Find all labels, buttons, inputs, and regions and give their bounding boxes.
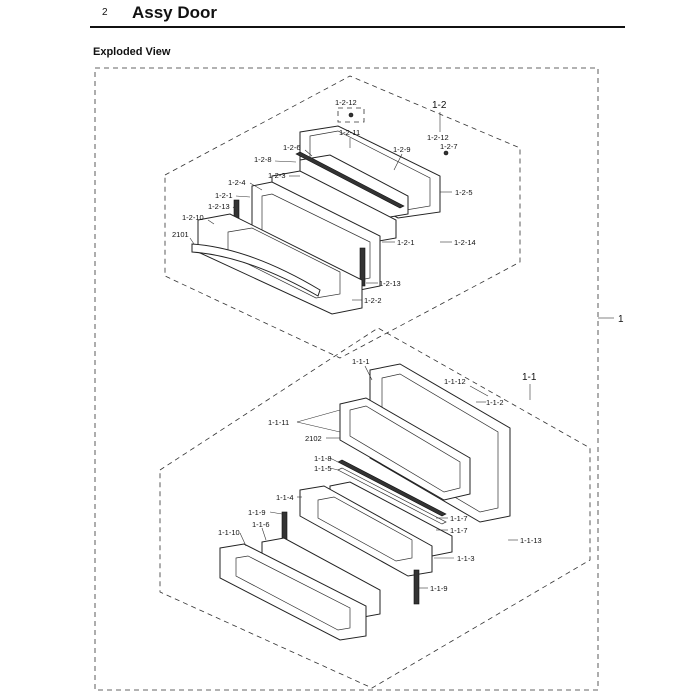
label-1-1-7: 1-1-7 <box>450 514 468 523</box>
callout-1: 1 <box>618 314 624 325</box>
part-2101-handle <box>191 243 321 297</box>
label-1-2-9: 1-2-9 <box>393 145 411 154</box>
label-1-2-1b: 1-2-1 <box>397 238 415 247</box>
upper-group-outline <box>164 75 521 359</box>
label-1-2-8: 1-2-8 <box>254 155 272 164</box>
label-1-2-1: 1-2-1 <box>215 191 233 200</box>
label-1-1-6: 1-1-6 <box>252 520 270 529</box>
label-1-1-8: 1-1-8 <box>314 454 332 463</box>
lower-group-outline <box>159 327 591 689</box>
label-1-1-9b: 1-1-9 <box>430 584 448 593</box>
lower-leaders <box>239 365 518 589</box>
view-title: Exploded View <box>93 46 171 58</box>
label-1-2-11: 1-2-11 <box>339 128 360 137</box>
part-1-1-10-window <box>235 555 351 631</box>
part-1-1-9-right <box>413 569 420 605</box>
part-1-1-8 <box>337 459 447 517</box>
label-2101: 2101 <box>172 230 189 239</box>
part-1-2-12-clip <box>348 112 354 118</box>
part-1-1-11 <box>339 397 471 501</box>
part-1-1-4-window <box>317 496 413 562</box>
lower-door-parts <box>219 363 511 641</box>
label-1-2-13: 1-2-13 <box>208 202 230 211</box>
label-1-2-13b: 1-2-13 <box>379 279 401 288</box>
section-title: Assy Door <box>132 3 218 22</box>
outer-frame <box>94 67 599 691</box>
label-1-2-10: 1-2-10 <box>182 213 204 222</box>
upper-labels: 1-2-12 1-2-11 1-2-12 1-2-7 1-2-6 1-2-9 1… <box>172 98 476 305</box>
upper-door-parts <box>191 107 449 315</box>
page-number: 2 <box>102 7 108 18</box>
label-1-1-11: 1-1-11 <box>268 418 289 427</box>
part-1-2-7-clip <box>443 150 449 156</box>
label-1-2-2: 1-2-2 <box>364 296 382 305</box>
label-1-1-12: 1-1-12 <box>444 377 466 386</box>
label-1-2-14: 1-2-14 <box>454 238 476 247</box>
label-1-2-7: 1-2-7 <box>440 142 458 151</box>
label-1-1-4: 1-1-4 <box>276 493 294 502</box>
label-1-1-1: 1-1-1 <box>352 357 370 366</box>
page-header: 2 Assy Door <box>90 0 625 28</box>
part-1-1-10 <box>219 543 367 641</box>
callout-1-1: 1-1 <box>522 372 537 383</box>
callout-1-2: 1-2 <box>432 100 447 111</box>
label-1-1-5: 1-1-5 <box>314 464 332 473</box>
label-1-2-12b: 1-2-12 <box>427 133 449 142</box>
part-1-1-4 <box>299 485 433 577</box>
label-2102: 2102 <box>305 434 322 443</box>
part-1-2-6 <box>295 151 405 209</box>
part-1-2-12-box <box>337 107 365 123</box>
label-1-2-4: 1-2-4 <box>228 178 246 187</box>
label-1-2-12: 1-2-12 <box>335 98 357 107</box>
lower-labels: 1-1-1 1-1-12 1-1-2 1-1-11 2102 1-1-8 1-1… <box>218 357 542 593</box>
label-1-1-13: 1-1-13 <box>520 536 542 545</box>
part-1-1-5 <box>337 467 447 525</box>
label-1-1-2: 1-1-2 <box>486 398 504 407</box>
label-1-2-6: 1-2-6 <box>283 143 301 152</box>
upper-leaders <box>189 138 452 301</box>
label-1-2-5: 1-2-5 <box>455 188 473 197</box>
label-1-2-3: 1-2-3 <box>268 171 286 180</box>
label-1-1-7b: 1-1-7 <box>450 526 468 535</box>
part-1-1-11-inner <box>349 405 461 493</box>
label-1-1-10: 1-1-10 <box>218 528 240 537</box>
label-1-1-9: 1-1-9 <box>248 508 266 517</box>
label-1-1-3: 1-1-3 <box>457 554 475 563</box>
